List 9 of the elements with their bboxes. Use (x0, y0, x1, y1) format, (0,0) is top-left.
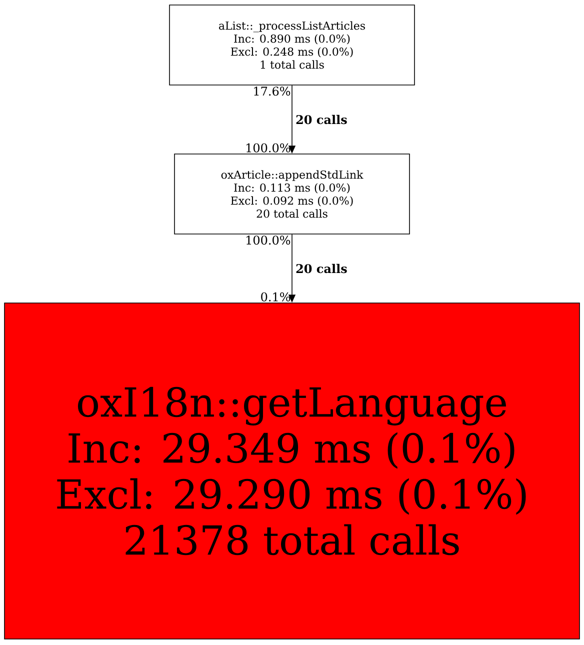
function-box: oxI18n::getLanguage Inc: 29.349 ms (0.1%) Excl: 29.290 ms (0.1%) 21378 total calls (4, 302, 580, 640)
function-box: aList::_processListArticles Inc: 0.890 ms (0.0%) Excl: 0.248 ms (0.0%) 1 total calls (169, 4, 415, 86)
function-box: oxArticle::appendStdLink Inc: 0.113 ms (0.0%) Excl: 0.092 ms (0.0%) 20 total calls (174, 154, 410, 234)
percent-label: 0.1% (261, 292, 290, 302)
percent-label: 100.0% (246, 236, 290, 245)
edge-label: 20 calls (296, 264, 347, 274)
edge-label: 20 calls (296, 114, 347, 124)
percent-label: 17.6% (254, 86, 290, 96)
percent-label: 100.0% (246, 143, 290, 152)
